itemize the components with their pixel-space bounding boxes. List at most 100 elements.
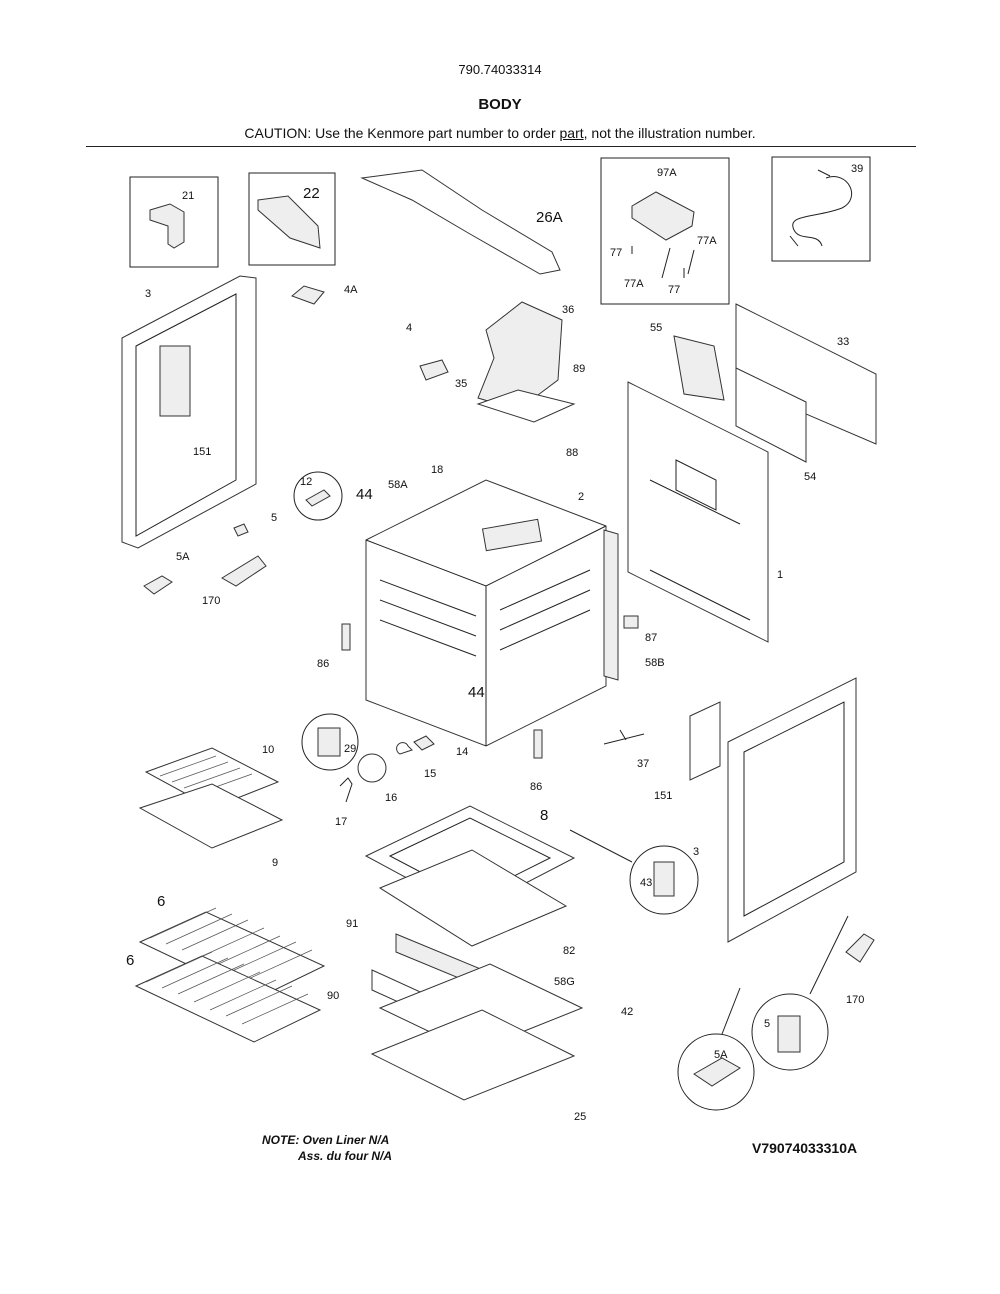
right-side-panel [727, 677, 857, 943]
top-bracket-part [360, 169, 561, 275]
callout-5A-left: 5A [176, 551, 190, 563]
callout-6-bottom: 6 [126, 952, 134, 969]
screw-part-5 [233, 523, 249, 537]
callout-97A: 97A [657, 167, 677, 179]
callout-54: 54 [804, 471, 816, 483]
callout-151-left: 151 [193, 446, 211, 458]
callout-17: 17 [335, 816, 347, 828]
callout-35: 35 [455, 378, 467, 390]
oven-racks [134, 907, 326, 1043]
wire-part-37 [603, 729, 645, 745]
callout-33: 33 [837, 336, 849, 348]
callout-86-left: 86 [317, 658, 329, 670]
callout-3-right: 3 [693, 846, 699, 858]
clip-part [419, 359, 449, 381]
header-divider [86, 146, 916, 147]
callout-18: 18 [431, 464, 443, 476]
callout-58A: 58A [388, 479, 408, 491]
callout-151-right: 151 [654, 790, 672, 802]
inset-circle-5A [677, 1033, 755, 1111]
callout-43: 43 [640, 877, 652, 889]
clip-part-87 [623, 615, 639, 629]
caution-text: CAUTION: Use the Kenmore part number to … [0, 125, 1000, 141]
leader-5A [721, 987, 741, 1035]
broil-pan-assembly [138, 747, 284, 849]
lamp-holder-part [413, 735, 435, 751]
lamp-cover-part [357, 753, 387, 783]
callout-9: 9 [272, 857, 278, 869]
callout-58G: 58G [554, 976, 575, 988]
callout-5-right: 5 [764, 1018, 770, 1030]
model-number: 790.74033314 [458, 62, 542, 77]
callout-77A-bottom: 77A [624, 278, 644, 290]
callout-86-right: 86 [530, 781, 542, 793]
bracket-part-170 [221, 555, 267, 587]
callout-29: 29 [344, 743, 356, 755]
rear-wall-panel [627, 381, 769, 643]
cabinet-side-trim [603, 529, 619, 681]
callout-170-left: 170 [202, 595, 220, 607]
callout-77-left: 77 [610, 247, 622, 259]
sensor-part [305, 489, 331, 507]
clip-part-86a [341, 623, 351, 651]
bolt-part [653, 861, 675, 897]
inset-circle-29 [301, 713, 359, 771]
callout-1: 1 [777, 569, 783, 581]
callout-89: 89 [573, 363, 585, 375]
callout-88: 88 [566, 447, 578, 459]
callout-21: 21 [182, 190, 194, 202]
inset-box-22 [248, 172, 336, 266]
page-title: BODY [478, 96, 522, 113]
callout-44-bottom: 44 [468, 684, 485, 701]
caution-after: , not the illustration number. [583, 125, 756, 141]
lamp-bulb-part [396, 742, 413, 755]
exploded-parts-diagram: 21 22 26A 97A 77 77A 77A 77 39 3 4A 36 4… [121, 156, 877, 1123]
right-small-panel [689, 701, 721, 781]
callout-87: 87 [645, 632, 657, 644]
callout-25: 25 [574, 1111, 586, 1123]
leader-5 [809, 915, 849, 995]
callout-5-left: 5 [271, 512, 277, 524]
inset-circle-5 [751, 993, 829, 1071]
drawer-assembly [370, 933, 584, 1101]
leader-43 [569, 829, 633, 863]
inset-box-21 [129, 176, 219, 268]
callout-15: 15 [424, 768, 436, 780]
bracket-part-170-right [845, 933, 875, 963]
left-side-panel [121, 275, 257, 549]
callout-6-top: 6 [157, 893, 165, 910]
callout-55: 55 [650, 322, 662, 334]
callout-5A-right: 5A [714, 1049, 728, 1061]
callout-14: 14 [456, 746, 468, 758]
callout-39: 39 [851, 163, 863, 175]
callout-170-right: 170 [846, 994, 864, 1006]
callout-26A: 26A [536, 209, 563, 226]
inset-circle-43 [629, 845, 699, 915]
clip-part-86b [533, 729, 543, 759]
caution-part: part [559, 125, 584, 141]
oven-cabinet [365, 479, 607, 747]
bracket-part-5A [143, 575, 173, 595]
callout-22: 22 [303, 185, 320, 202]
callout-12: 12 [300, 476, 312, 488]
callout-8: 8 [540, 807, 548, 824]
screw-part-5-large [777, 1015, 801, 1053]
callout-90: 90 [327, 990, 339, 1002]
small-bracket-part [291, 285, 325, 305]
callout-2: 2 [578, 491, 584, 503]
inset-circle-12 [293, 471, 343, 521]
callout-82: 82 [563, 945, 575, 957]
callout-44-top: 44 [356, 486, 373, 503]
callout-16: 16 [385, 792, 397, 804]
callout-3-left: 3 [145, 288, 151, 300]
callout-4A: 4A [344, 284, 358, 296]
back-panel-assembly [673, 303, 877, 463]
callout-91: 91 [346, 918, 358, 930]
callout-77-bottom: 77 [668, 284, 680, 296]
inset-box-97A [600, 157, 730, 305]
callout-36: 36 [562, 304, 574, 316]
inset-box-39 [771, 156, 871, 262]
callout-58B: 58B [645, 657, 665, 669]
note-line-1: NOTE: Oven Liner N/A [262, 1133, 390, 1147]
hook-part-17 [339, 777, 353, 803]
